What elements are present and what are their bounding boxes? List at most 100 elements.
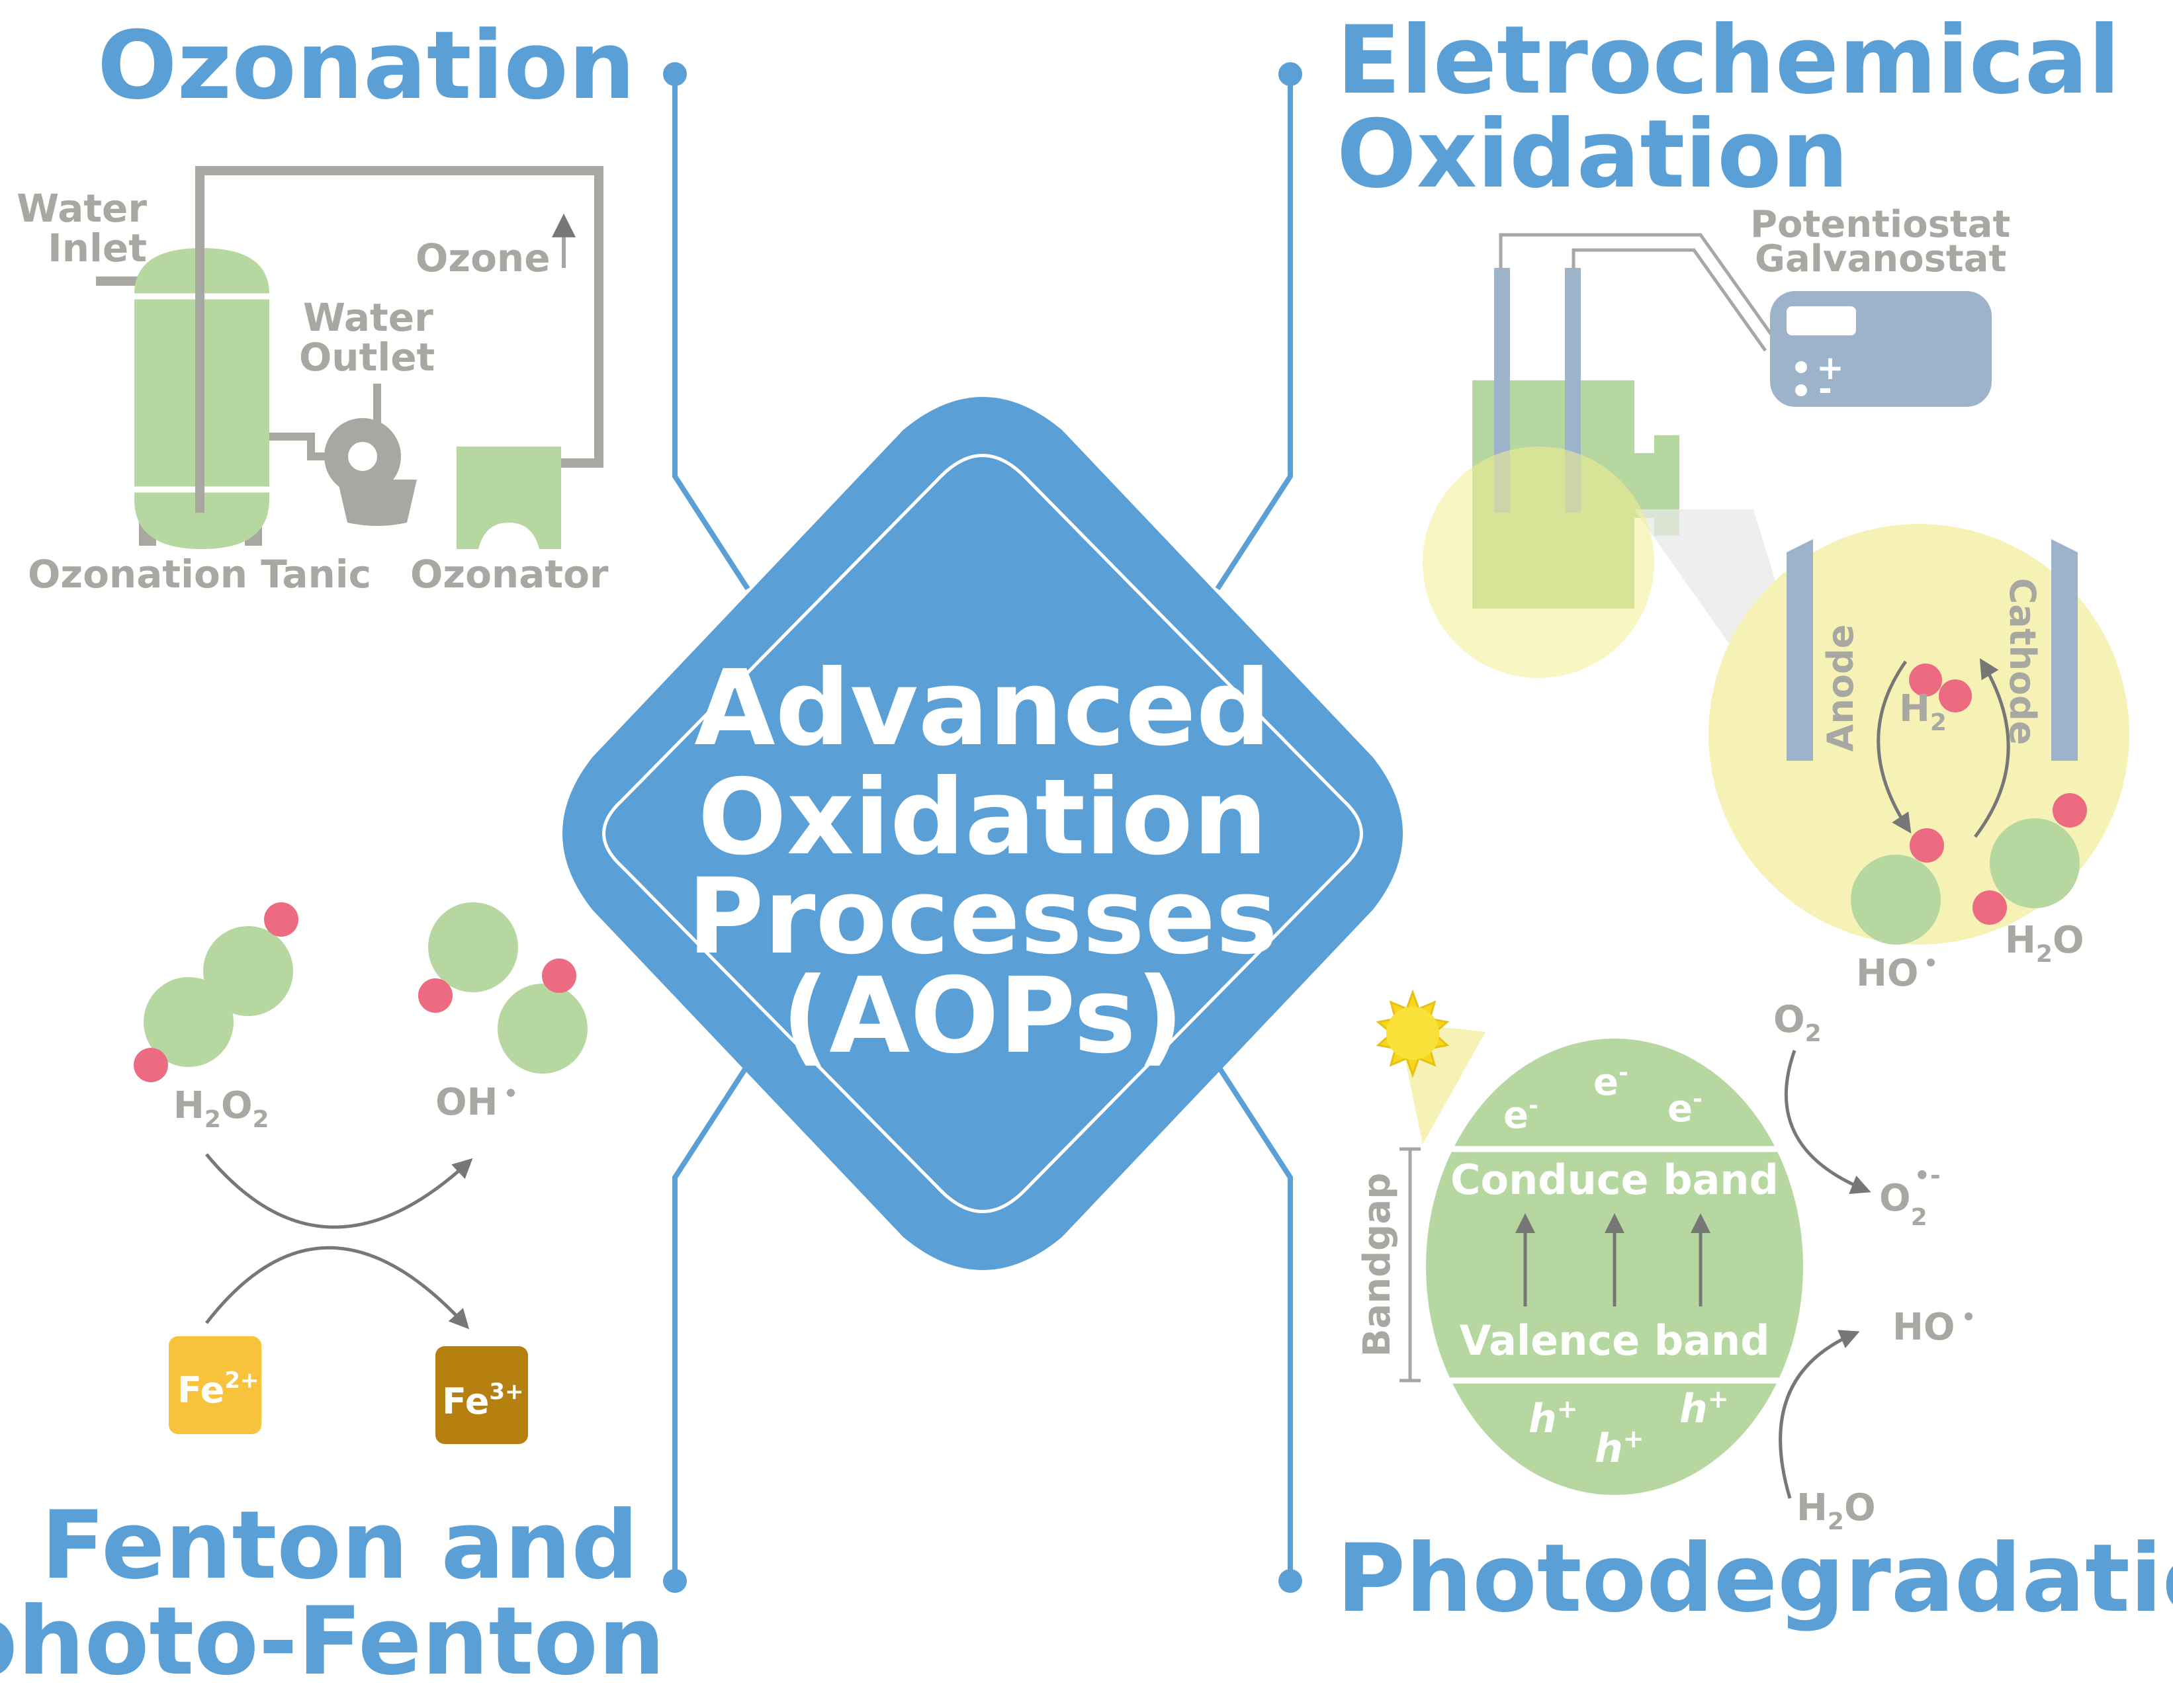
label-water-outlet-2: Outlet — [299, 335, 435, 380]
electron-2: e- — [1593, 1059, 1628, 1104]
h2o2-hydrogen-1 — [264, 902, 298, 937]
arrow-anode-down — [1877, 660, 1912, 833]
ozone-loop-pipe — [195, 166, 603, 513]
electrochemical-panel: + - Potentiostat Galvanostat Anode Catho… — [1423, 203, 2129, 995]
h2o-oxygen — [1990, 818, 2080, 908]
outlet-pipe — [269, 433, 334, 460]
label-ozonation-tank: Ozonation Tanic — [28, 552, 371, 597]
title-electrochemical-line-1: Eletrochemical — [1337, 6, 2120, 115]
label-ho-radical-photo: HO — [1892, 1306, 1955, 1349]
label-potentiostat: Potentiostat — [1750, 203, 2010, 246]
label-fe3: Fe3+ — [442, 1379, 523, 1422]
fe2-badge — [169, 1336, 261, 1434]
sun-icon — [1376, 989, 1450, 1078]
label-ozone: Ozone — [416, 235, 551, 280]
arrow-cathode-up — [1974, 658, 2010, 838]
label-h2: H2 — [1899, 687, 1947, 736]
fe3-badge — [435, 1346, 528, 1444]
h2o2-hydrogen-2 — [134, 1048, 168, 1082]
oh-hydrogen-1 — [418, 978, 453, 1013]
anode-plate — [1787, 539, 1813, 761]
oh-radical-dot — [507, 1089, 515, 1097]
label-fe2: Fe2+ — [177, 1367, 259, 1411]
label-water-inlet-2: Inlet — [48, 226, 147, 271]
label-ozonator: Ozonator — [410, 552, 609, 597]
ozonation-panel: Water Inlet Ozone Water Outlet Ozonation… — [17, 166, 609, 597]
wire-anode — [1499, 233, 1775, 339]
label-superoxide: O2•- — [1879, 1161, 1941, 1231]
label-galvanostat: Galvanostat — [1755, 237, 2006, 280]
arrow-o2-to-superoxide — [1784, 1050, 1871, 1194]
label-water-outlet-1: Water — [303, 295, 433, 340]
h2-atom-1 — [1909, 663, 1942, 697]
title-photodegradation: Photodegradation — [1337, 1524, 2173, 1633]
potentiostat-display — [1787, 306, 1856, 335]
label-conduction-band: Conduce band — [1450, 1156, 1779, 1204]
connector-photodegradation — [1215, 1063, 1293, 1581]
hole-3: h+ — [1679, 1385, 1729, 1432]
diamond-inner-outline — [602, 454, 1363, 1213]
ho-oxygen — [1851, 855, 1941, 945]
photodegradation-panel: Conduce band Valence band e- e- e- h+ h+… — [1356, 989, 1973, 1535]
potentiostat-minus: - — [1818, 370, 1832, 408]
h2o-hydrogen-1 — [2053, 793, 2087, 828]
hole-1: h+ — [1529, 1394, 1578, 1442]
h2-atom-2 — [1939, 679, 1972, 712]
oh-oxygen-1 — [428, 902, 518, 992]
oh-hydrogen-2 — [542, 959, 576, 993]
label-ho-radical: HO — [1856, 952, 1918, 995]
title-electrochemical-line-2: Oxidation — [1337, 100, 1849, 209]
hole-2: h+ — [1595, 1424, 1644, 1472]
connector-electrochemical — [1215, 76, 1293, 591]
electron-3: e- — [1667, 1086, 1703, 1131]
ho-radical-dot-photo — [1965, 1312, 1973, 1320]
ho-radical-dot — [1927, 959, 1935, 966]
wire-cathode — [1572, 248, 1767, 352]
connector-dot-photodegradation — [1278, 1569, 1302, 1593]
bandgap-bracket — [1399, 1147, 1421, 1383]
h2o2-oxygen-2 — [144, 977, 234, 1067]
title-ozonation: Ozonation — [97, 11, 635, 120]
fenton-panel: H2O2 OH Fe2+ Fe3+ — [134, 902, 588, 1444]
arrow-h2o-to-ho — [1779, 1330, 1860, 1499]
cathode-plate — [2051, 539, 2078, 761]
diamond-shape — [562, 397, 1403, 1270]
potentiostat-knob-1 — [1795, 361, 1807, 373]
arrow-fe2-to-fe3 — [205, 1246, 470, 1330]
center-title-line-4: (AOPs) — [781, 955, 1184, 1077]
center-title-line-3: Processes — [687, 856, 1278, 978]
connector-dot-electrochemical — [1278, 62, 1302, 86]
arrow-h2o2-to-oh — [205, 1153, 473, 1229]
connector-lines — [672, 76, 1293, 1581]
center-title-line-2: Oxidation — [698, 757, 1268, 878]
zoom-source-circle — [1423, 447, 1654, 678]
label-anode: Anode — [1820, 624, 1861, 752]
title-fenton-line-1: Fenton and — [41, 1491, 639, 1600]
connector-dot-ozonation — [663, 62, 687, 86]
h2o-hydrogen-2 — [1973, 890, 2007, 925]
connector-dot-fenton — [663, 1569, 687, 1593]
center-title-line-1: Advanced — [694, 648, 1270, 769]
oh-oxygen-2 — [498, 984, 588, 1074]
h2o2-oxygen-1 — [203, 926, 293, 1016]
title-fenton-line-2: photo-Fenton — [0, 1587, 665, 1696]
connector-ozonation — [672, 76, 750, 591]
label-h2o: H2O — [2005, 919, 2084, 968]
ho-hydrogen — [1910, 828, 1944, 863]
label-cathode: Cathode — [2002, 578, 2043, 746]
pump-center — [348, 442, 377, 471]
label-valence-band: Valence band — [1460, 1316, 1770, 1365]
label-bandgap: Bandgap — [1356, 1173, 1399, 1357]
label-oh-radical: OH — [435, 1081, 498, 1124]
label-water-inlet-1: Water — [17, 186, 147, 231]
potentiostat-knob-2 — [1795, 384, 1807, 396]
ozonator — [457, 447, 561, 549]
label-h2o-photo: H2O — [1796, 1486, 1876, 1535]
potentiostat-plus: + — [1816, 349, 1844, 387]
electron-1: e- — [1503, 1092, 1538, 1137]
connector-fenton — [672, 1063, 750, 1581]
label-o2: O2 — [1773, 998, 1822, 1047]
label-h2o2: H2O2 — [173, 1084, 269, 1133]
central-diamond: Advanced Oxidation Processes (AOPs) — [562, 397, 1403, 1270]
